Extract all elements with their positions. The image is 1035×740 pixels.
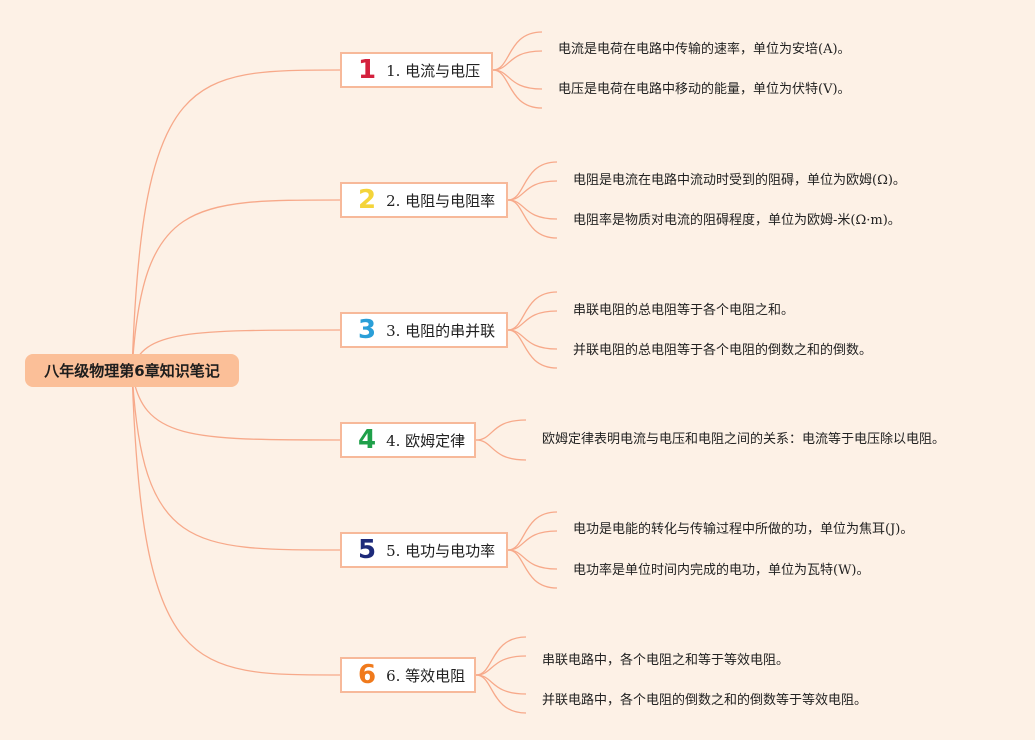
note-text: 电功率是单位时间内完成的电功，单位为瓦特(W)。: [573, 563, 870, 578]
topic-node-2[interactable]: 2 2. 电阻与电阻率: [340, 182, 508, 218]
fan-line: [507, 180, 558, 201]
note-text: 串联电阻的总电阻等于各个电阻之和。: [573, 303, 795, 318]
topic-label: 5. 电功与电功率: [386, 541, 496, 560]
fan-line: [507, 549, 558, 589]
topic-number-badge: 3: [358, 315, 377, 345]
fan-line: [492, 69, 543, 109]
fan-line: [507, 310, 558, 331]
branch-line: [131, 370, 341, 551]
topic-number-badge: 1: [358, 55, 377, 85]
topic-label: 1. 电流与电压: [386, 61, 481, 80]
note-text: 电阻是电流在电路中流动时受到的阻碍，单位为欧姆(Ω)。: [573, 173, 906, 188]
fan-line: [507, 530, 558, 551]
note-text: 电流是电荷在电路中传输的速率，单位为安培(A)。: [558, 42, 851, 57]
fan-line: [475, 419, 527, 441]
note-text: 电阻率是物质对电流的阻碍程度，单位为欧姆-米(Ω·m)。: [573, 213, 901, 228]
fan-line: [507, 199, 558, 239]
fan-line: [475, 439, 527, 461]
fan-line: [492, 50, 543, 71]
topic-label: 4. 欧姆定律: [386, 431, 466, 450]
topic-number-badge: 2: [358, 185, 377, 215]
topic-node-1[interactable]: 1 1. 电流与电压: [340, 52, 493, 88]
topic-number-badge: 6: [358, 660, 377, 690]
branch-line: [131, 69, 341, 372]
topic-node-5[interactable]: 5 5. 电功与电功率: [340, 532, 508, 568]
branch-line: [131, 199, 341, 372]
branch-line: [131, 370, 341, 441]
topic-node-6[interactable]: 6 6. 等效电阻: [340, 657, 476, 693]
fan-line: [475, 655, 527, 676]
fan-line: [475, 674, 527, 714]
topic-number-badge: 5: [358, 535, 377, 565]
topic-node-3[interactable]: 3 3. 电阻的串并联: [340, 312, 508, 348]
topic-node-4[interactable]: 4 4. 欧姆定律: [340, 422, 476, 458]
branch-line: [131, 370, 341, 676]
topic-label: 6. 等效电阻: [386, 666, 466, 685]
root-node[interactable]: 八年级物理第6章知识笔记: [25, 354, 239, 387]
fan-line: [507, 329, 558, 369]
note-text: 电功是电能的转化与传输过程中所做的功，单位为焦耳(J)。: [573, 522, 914, 537]
note-text: 并联电路中，各个电阻的倒数之和的倒数等于等效电阻。: [542, 693, 868, 708]
note-text: 串联电路中，各个电阻之和等于等效电阻。: [542, 653, 790, 668]
topic-number-badge: 4: [358, 425, 377, 455]
topic-label: 2. 电阻与电阻率: [386, 191, 496, 210]
note-text: 并联电阻的总电阻等于各个电阻的倒数之和的倒数。: [573, 343, 873, 358]
note-text: 电压是电荷在电路中移动的能量，单位为伏特(V)。: [558, 82, 851, 97]
root-title: 八年级物理第6章知识笔记: [44, 362, 220, 380]
note-text: 欧姆定律表明电流与电压和电阻之间的关系：电流等于电压除以电阻。: [542, 432, 946, 447]
topic-label: 3. 电阻的串并联: [386, 321, 496, 340]
